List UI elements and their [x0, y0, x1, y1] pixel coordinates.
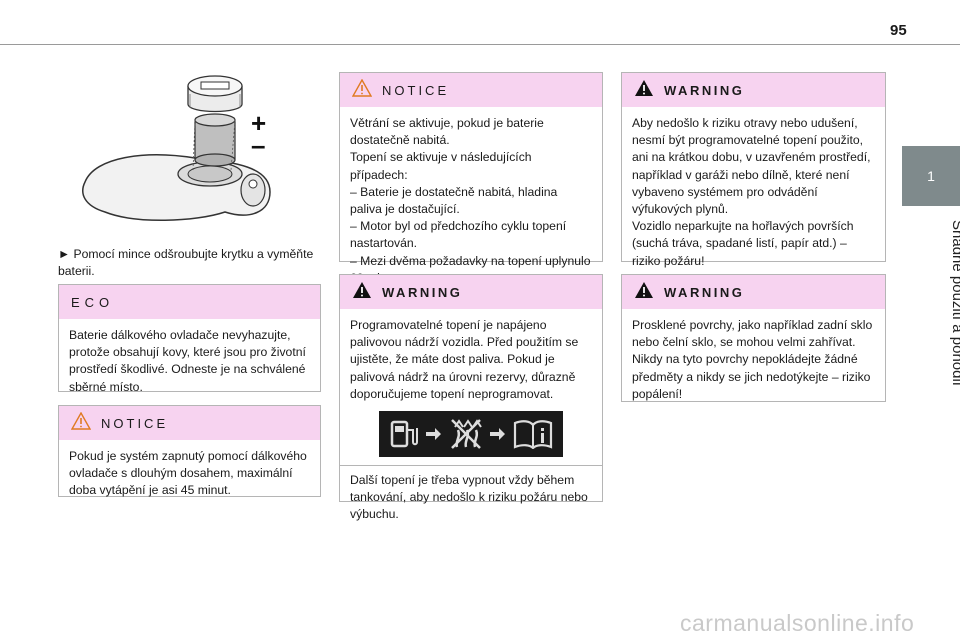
notice-line: – Motor byl od předchozího cyklu topení …	[350, 219, 567, 251]
warning-box-glass: WARNING Prosklené povrchy, jako napříkla…	[621, 274, 886, 402]
arrow-icon	[490, 427, 506, 441]
warning-triangle-icon	[634, 79, 654, 102]
warning-text-2: Další topení je třeba vypnout vždy během…	[350, 473, 588, 522]
chapter-tab[interactable]: 1	[902, 146, 960, 206]
warning-text: Prosklené povrchy, jako například zadní …	[632, 318, 873, 401]
warning-triangle-icon	[634, 281, 654, 304]
warning-title: WARNING	[664, 82, 745, 98]
notice-text: Pokud je systém zapnutý pomocí dálkového…	[69, 449, 307, 498]
warning-triangle-icon	[352, 281, 372, 304]
plus-sign: +	[251, 108, 266, 138]
notice-box-header: NOTICE	[340, 73, 602, 107]
figure-caption: ► Pomocí mince odšroubujte krytku a vymě…	[58, 247, 314, 278]
warning-text: Programovatelné topení je napájeno paliv…	[350, 318, 579, 401]
eco-box-header: ECO	[59, 285, 320, 319]
notice-triangle-icon	[70, 411, 92, 435]
warning-title: WARNING	[664, 284, 745, 300]
notice-box-remote: NOTICE Pokud je systém zapnutý pomocí dá…	[58, 405, 321, 497]
warning-text-2: Vozidlo neparkujte na hořlavých površích…	[632, 219, 854, 268]
notice-box-header: NOTICE	[59, 406, 320, 440]
warning-text: Aby nedošlo k riziku otravy nebo udušení…	[632, 116, 871, 217]
pictogram-strip	[379, 411, 563, 458]
warning-box-fuel: WARNING Programovatelné topení je napáje…	[339, 274, 603, 521]
manual-book-icon	[513, 419, 553, 450]
eco-text: Baterie dálkového ovladače nevyhazujte, …	[69, 328, 306, 394]
notice-line: – Baterie je dostatečně nabitá, hladina …	[350, 184, 558, 217]
warning-title: WARNING	[382, 284, 463, 300]
warning-box-header: WARNING	[622, 73, 885, 107]
chapter-title: Snadné použití a pohodlí	[949, 220, 960, 386]
heater-off-icon	[449, 417, 483, 451]
page-number: 95	[890, 22, 907, 39]
watermark: carmanualsonline.info	[680, 610, 915, 636]
warning-box-header: WARNING	[340, 275, 602, 309]
fuel-pump-icon	[389, 418, 419, 450]
warning-box-header: WARNING	[622, 275, 885, 309]
eco-box: ECO Baterie dálkového ovladače nevyhazuj…	[58, 284, 321, 394]
minus-sign: –	[251, 130, 265, 160]
notice-line: Větrání se aktivuje, pokud je baterie do…	[350, 116, 544, 148]
notice-box-ventilation: NOTICE Větrání se aktivuje, pokud je bat…	[339, 72, 603, 285]
arrow-icon	[425, 427, 442, 441]
notice-triangle-icon	[351, 78, 373, 102]
notice-line: Topení se aktivuje v následujících přípa…	[350, 150, 532, 182]
header-rule	[0, 44, 960, 45]
notice-title: NOTICE	[101, 415, 169, 431]
warning-box-poisoning: WARNING Aby nedošlo k riziku otravy nebo…	[621, 72, 886, 268]
chapter-tab-label: 1	[927, 168, 935, 184]
battery-illustration: + –	[75, 62, 275, 232]
notice-title: NOTICE	[382, 82, 450, 98]
box-divider	[340, 465, 602, 467]
eco-title: ECO	[71, 294, 115, 310]
